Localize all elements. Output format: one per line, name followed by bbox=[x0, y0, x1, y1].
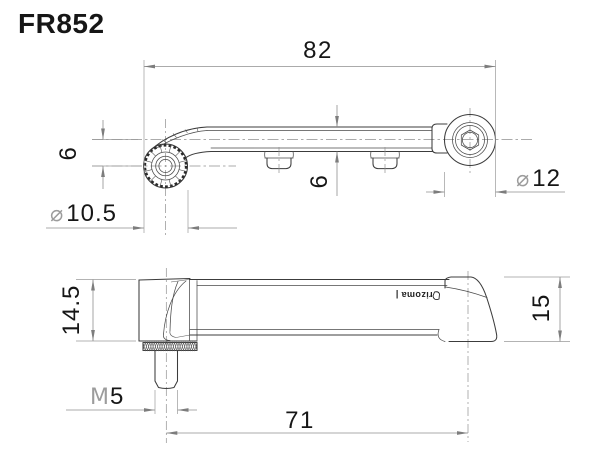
diameter-symbol: ⌀ bbox=[50, 202, 63, 227]
lug bbox=[264, 147, 294, 175]
logo-engraving: rizoma | bbox=[395, 290, 440, 301]
dim-arm-width: 6 bbox=[306, 105, 339, 196]
stud-tip bbox=[154, 380, 179, 390]
knurl-band bbox=[142, 341, 198, 352]
tube-neck bbox=[431, 123, 448, 154]
bend-profile-inner bbox=[169, 281, 179, 332]
top-view: 82 6 6 ⌀10.5 bbox=[46, 37, 565, 238]
side-view: rizoma | bbox=[58, 268, 570, 443]
dim-text-71: 71 bbox=[285, 407, 315, 434]
brand-logo-text: rizoma | bbox=[395, 290, 432, 300]
dim-text-15: 15 bbox=[528, 294, 555, 323]
arm-tube bbox=[149, 123, 448, 159]
dim-text-dia-12: ⌀12 bbox=[516, 165, 561, 192]
dim-thread: M5 bbox=[66, 383, 197, 414]
dim-left-boss-diameter: ⌀10.5 bbox=[46, 190, 237, 233]
dim-height: 14.5 bbox=[58, 279, 136, 342]
dim-overall-length: 82 bbox=[143, 37, 496, 233]
dim-right-boss-diameter: ⌀12 bbox=[426, 165, 565, 197]
lug bbox=[370, 147, 400, 175]
part-number: FR852 bbox=[18, 8, 105, 39]
dim-text-offset-6: 6 bbox=[55, 146, 82, 161]
right-boss bbox=[443, 113, 497, 167]
dim-text-width-6: 6 bbox=[306, 174, 333, 189]
bend-outer-edge bbox=[149, 126, 208, 152]
peg-bar bbox=[138, 277, 450, 342]
left-boss bbox=[142, 143, 189, 189]
bend-facets bbox=[162, 127, 199, 144]
dim-end-height: 15 bbox=[504, 276, 570, 342]
anti-rotation-lugs bbox=[264, 147, 400, 175]
dim-text-82: 82 bbox=[303, 37, 333, 64]
hex-socket bbox=[460, 129, 480, 151]
end-cap-outline bbox=[444, 276, 498, 343]
dim-axis-offset: 6 bbox=[55, 120, 141, 189]
diameter-symbol: ⌀ bbox=[516, 167, 529, 192]
brand-logo-icon bbox=[432, 291, 440, 301]
knurl-spokes bbox=[144, 144, 187, 188]
centerlines bbox=[165, 268, 469, 443]
dim-stud-to-end: 71 bbox=[166, 407, 468, 435]
threaded-stud bbox=[154, 349, 179, 390]
end-cap-foot bbox=[437, 329, 446, 342]
bend-profile-outer bbox=[163, 280, 187, 335]
end-cap-crease bbox=[445, 286, 488, 298]
dim-text-dia-10-5: ⌀10.5 bbox=[50, 200, 117, 227]
dim-text-14-5: 14.5 bbox=[58, 285, 85, 336]
dim-text-m5: M5 bbox=[90, 383, 124, 410]
bend-bottom-edge bbox=[184, 150, 212, 159]
elbow-foot bbox=[163, 333, 171, 341]
end-cap bbox=[437, 276, 498, 343]
thread-symbol: M bbox=[90, 385, 109, 410]
